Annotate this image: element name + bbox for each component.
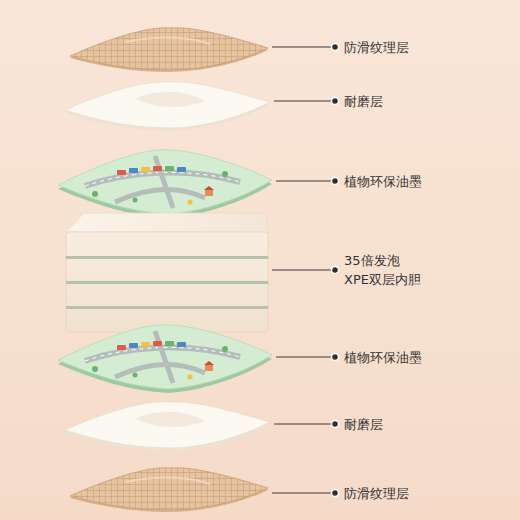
layer-label: 35倍发泡 XPE双层内胆 [344, 251, 454, 289]
leader-lines [272, 47, 333, 493]
mesh-layer [70, 28, 268, 72]
ink-layer [58, 325, 272, 393]
layer-label: 防滑纹理层 [344, 38, 454, 57]
layer-label: 植物环保油墨 [344, 348, 454, 367]
wear-layer [65, 402, 270, 451]
layer-label: 耐磨层 [344, 415, 454, 434]
ink-layer [58, 150, 272, 218]
leader-dots [332, 44, 339, 497]
wear-layer [65, 82, 270, 131]
layer-label: 植物环保油墨 [344, 172, 454, 191]
foam-core [66, 213, 268, 332]
mesh-layer [70, 468, 268, 512]
layer-label: 防滑纹理层 [344, 484, 454, 503]
layer-label: 耐磨层 [344, 92, 454, 111]
